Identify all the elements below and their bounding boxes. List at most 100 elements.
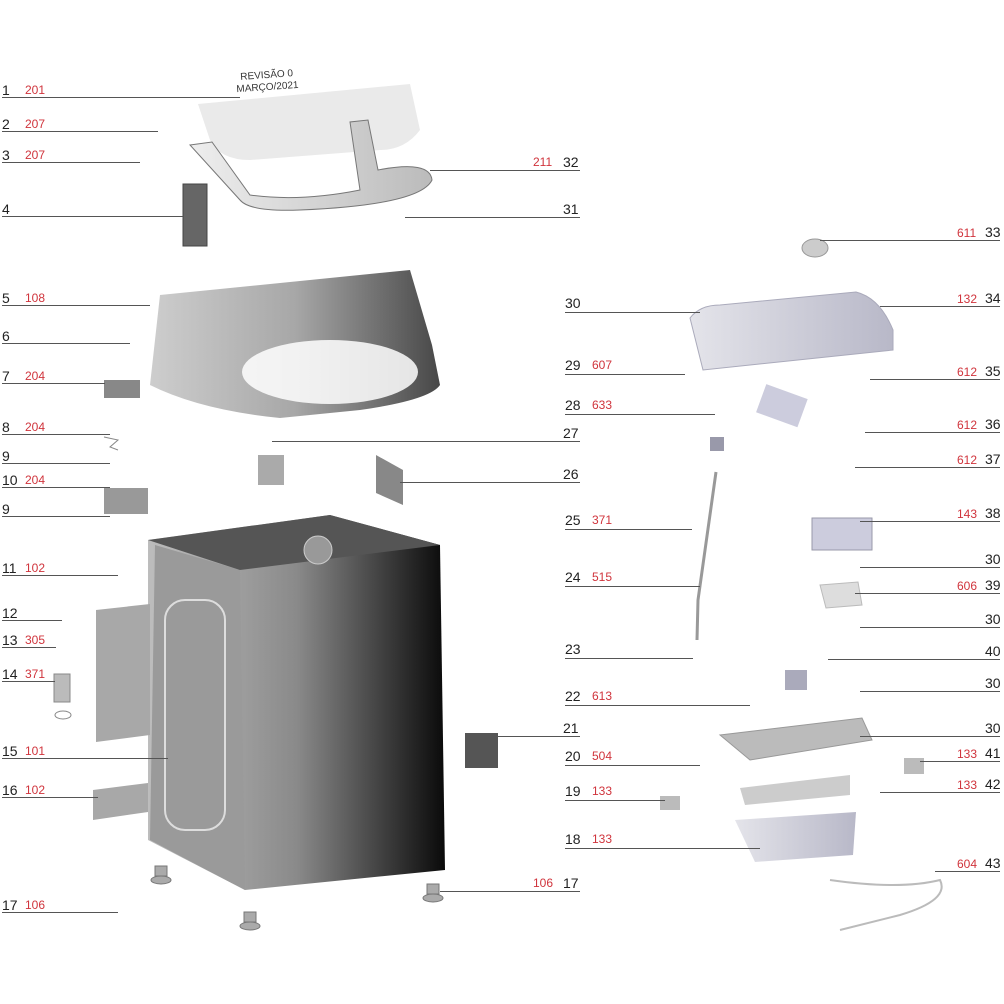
- callout-number: 18: [565, 831, 581, 847]
- callout-number: 22: [565, 688, 581, 704]
- part-21-block: [465, 733, 498, 768]
- part-code: 211: [533, 155, 553, 169]
- part-code: 133: [592, 832, 613, 846]
- part-18-drawer: [735, 812, 856, 862]
- part-code: 611: [957, 226, 977, 240]
- leader-line: [880, 306, 1000, 307]
- leader-line: [2, 797, 98, 798]
- part-code: 204: [25, 420, 46, 434]
- part-13-cylinder: [53, 673, 71, 703]
- part-4-bracket: [182, 183, 208, 247]
- callout-number: 12: [2, 605, 18, 621]
- part-26-plate: [376, 455, 403, 505]
- leader-line: [920, 761, 1000, 762]
- leader-line: [2, 681, 55, 682]
- side-panel-11: [96, 604, 150, 742]
- leader-line: [2, 912, 118, 913]
- callout-number: 43: [985, 855, 1001, 871]
- part-code: 133: [592, 784, 613, 798]
- leader-line: [855, 593, 1000, 594]
- callout-number: 25: [565, 512, 581, 528]
- callout-number: 17: [563, 875, 579, 891]
- part-code: 305: [25, 633, 46, 647]
- leader-line: [2, 647, 56, 648]
- part-code: 102: [25, 783, 46, 797]
- leader-line: [482, 736, 580, 737]
- revision-note: REVISÃO 0 MARÇO/2021: [235, 68, 299, 96]
- part-code: 106: [533, 876, 554, 890]
- part-code: 108: [25, 291, 46, 305]
- callout-number: 36: [985, 416, 1001, 432]
- leader-line: [565, 312, 700, 313]
- leader-line: [865, 432, 1000, 433]
- leader-line: [860, 736, 1000, 737]
- leader-line: [405, 217, 580, 218]
- part-code: 612: [957, 365, 978, 379]
- part-code: 371: [592, 513, 613, 527]
- callout-number: 30: [985, 611, 1001, 627]
- leader-line: [565, 414, 715, 415]
- leader-line: [2, 216, 184, 217]
- foot-icons: [150, 865, 444, 931]
- callout-number: 19: [565, 783, 581, 799]
- side-panel-16: [93, 783, 148, 820]
- callout-number: 29: [565, 357, 581, 373]
- callout-number: 11: [2, 560, 17, 576]
- part-code: 132: [957, 292, 978, 306]
- callout-number: 7: [2, 368, 10, 384]
- part-code: 371: [25, 667, 46, 681]
- callout-number: 15: [2, 743, 18, 759]
- leader-line: [565, 848, 760, 849]
- leader-line: [430, 170, 580, 171]
- callout-number: 23: [565, 641, 581, 657]
- part-code: 201: [25, 83, 46, 97]
- callout-number: 1: [2, 82, 10, 98]
- callout-number: 30: [985, 551, 1001, 567]
- leader-line: [2, 434, 110, 435]
- callout-number: 31: [563, 201, 579, 217]
- leader-line: [2, 162, 140, 163]
- leader-line: [2, 516, 110, 517]
- part-14-clamp: [54, 710, 72, 720]
- callout-number: 39: [985, 577, 1001, 593]
- part-22-valve: [785, 670, 807, 690]
- leader-line: [855, 467, 1000, 468]
- leader-line: [565, 374, 685, 375]
- callout-number: 9: [2, 501, 10, 517]
- callout-number: 28: [565, 397, 581, 413]
- part-28-valve: [710, 437, 724, 451]
- callout-number: 5: [2, 290, 10, 306]
- leader-line: [860, 627, 1000, 628]
- callout-number: 24: [565, 569, 581, 585]
- part-20-tray: [718, 717, 873, 761]
- callout-number: 26: [563, 466, 579, 482]
- part-8-clip: [103, 436, 120, 451]
- part-code: 612: [957, 418, 978, 432]
- leader-line: [860, 521, 1000, 522]
- leader-line: [820, 240, 1000, 241]
- part-code: 101: [25, 744, 46, 758]
- callout-number: 16: [2, 782, 18, 798]
- callout-number: 9: [2, 448, 10, 464]
- part-code: 102: [25, 561, 46, 575]
- callout-number: 13: [2, 632, 18, 648]
- part-code: 204: [25, 473, 46, 487]
- callout-number: 10: [2, 472, 18, 488]
- callout-number: 38: [985, 505, 1001, 521]
- part-code: 207: [25, 148, 46, 162]
- lid-frame: [188, 119, 433, 211]
- callout-number: 8: [2, 419, 10, 435]
- part-code: 106: [25, 898, 46, 912]
- part-code: 607: [592, 358, 613, 372]
- callout-number: 6: [2, 328, 10, 344]
- callout-number: 33: [985, 224, 1001, 240]
- part-43-harness: [829, 878, 943, 931]
- leader-line: [935, 871, 1000, 872]
- callout-number: 17: [2, 897, 18, 913]
- glass-lid: [198, 84, 420, 160]
- callout-number: 30: [565, 295, 581, 311]
- part-code: 133: [957, 778, 978, 792]
- leader-line: [880, 792, 1000, 793]
- callout-number: 32: [563, 154, 579, 170]
